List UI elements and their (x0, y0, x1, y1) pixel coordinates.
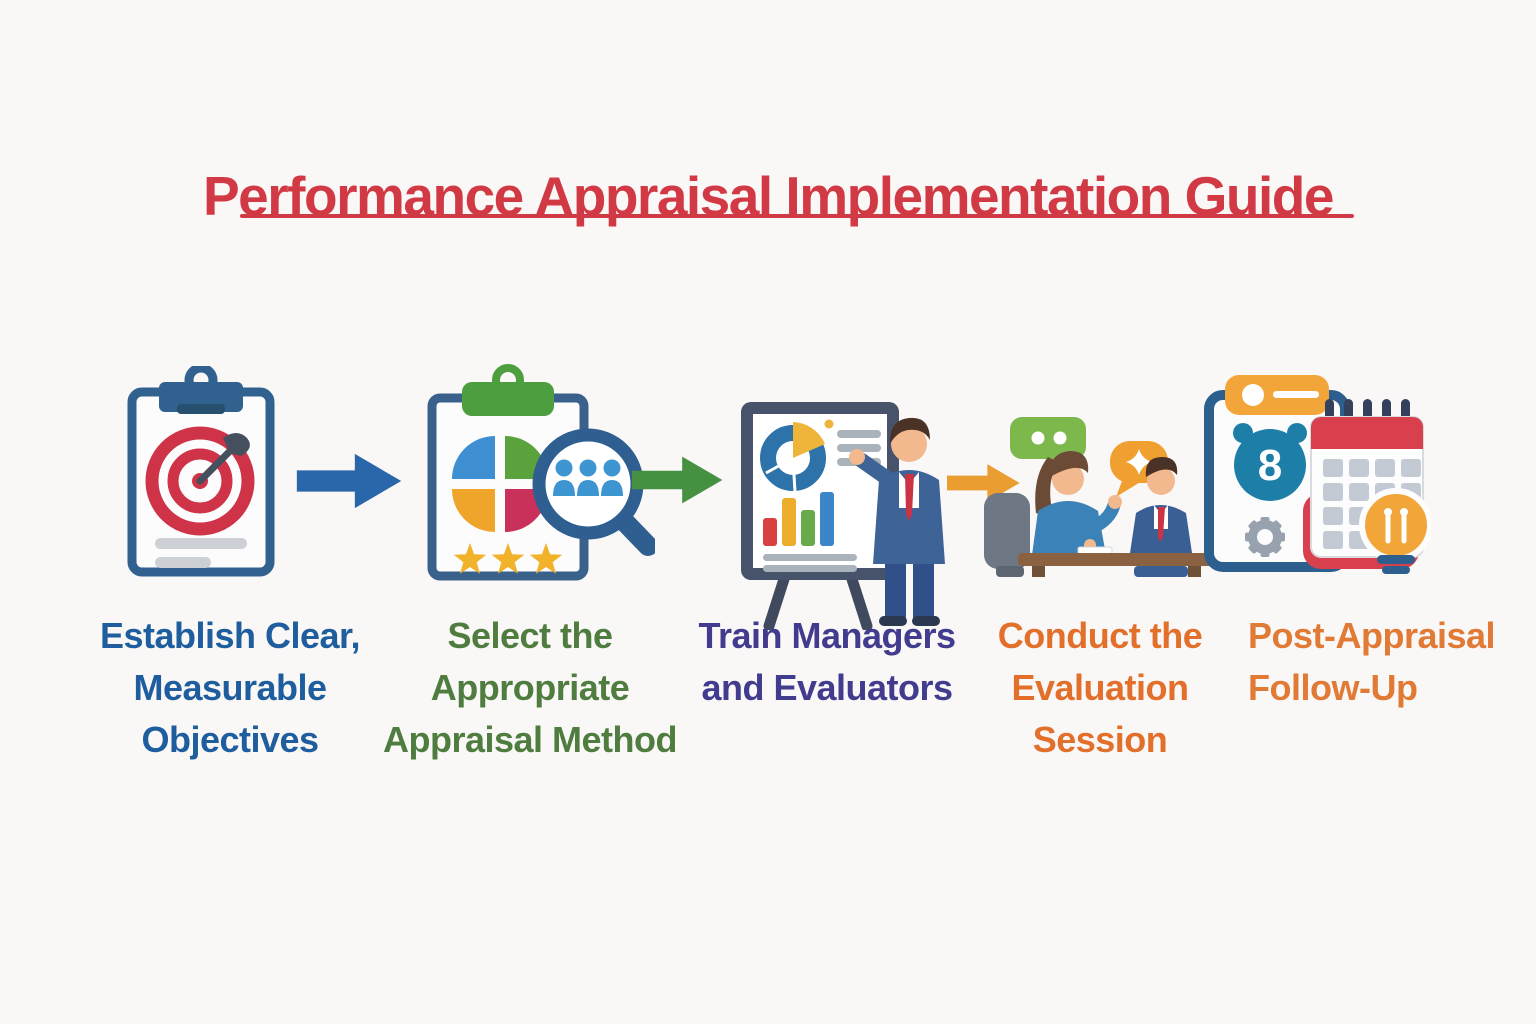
step-label-line: Follow-Up (1248, 667, 1418, 708)
step-label-line: Measurable (133, 667, 327, 708)
calendar-clock-followup-icon: 8 (1204, 375, 1431, 574)
text-lines (837, 430, 881, 466)
step-label-line: Session (1032, 719, 1168, 760)
arrow-step1-step2 (294, 452, 406, 510)
arrow-right-icon (632, 456, 723, 504)
step-1-illustration (122, 366, 280, 581)
step-label-line: Appraisal Method (382, 719, 678, 760)
dart-icon (196, 433, 250, 485)
clip-key-icon (1225, 375, 1329, 415)
people-group-icon (553, 459, 623, 496)
meeting-table (996, 553, 1216, 577)
step-label-line: Train Managers (698, 615, 956, 656)
step-1-label: Establish Clear, Measurable Objectives (75, 610, 385, 766)
step-label-line: Establish Clear, (99, 615, 361, 656)
step-2-illustration (420, 362, 655, 602)
step-3-label: Train Managers and Evaluators (682, 610, 972, 714)
arrow-step3-step4 (947, 456, 1021, 510)
alarm-clock-icon: 8 (1233, 423, 1307, 501)
title-underline (240, 214, 1354, 218)
arrow-right-icon (947, 464, 1020, 502)
step-5-illustration: 8 (1203, 373, 1431, 575)
step-4-label: Conduct the Evaluation Session (975, 610, 1225, 766)
step-2-label: Select the Appropriate Appraisal Method (380, 610, 680, 766)
presenter-figure (849, 417, 945, 626)
arrow-step2-step3 (632, 452, 724, 508)
step-label-line: Select the (447, 615, 613, 656)
arrow-right-icon (296, 453, 402, 509)
man-figure (1130, 457, 1192, 553)
lightbulb-icon (1359, 488, 1431, 574)
step-5-label: Post-Appraisal Follow-Up (1248, 610, 1508, 714)
gear-icon (1245, 517, 1285, 557)
step-3-illustration (733, 388, 945, 630)
step-4-illustration (982, 415, 1222, 577)
woman-figure (1032, 451, 1122, 555)
star-rating-icon (453, 543, 563, 574)
paper (1077, 546, 1113, 555)
page-title: Performance Appraisal Implementation Gui… (203, 164, 1334, 227)
step-label-line: Conduct the (997, 615, 1203, 656)
step-label-line: Appropriate (430, 667, 630, 708)
step-label-line: and Evaluators (701, 667, 953, 708)
step-label-line: Objectives (141, 719, 319, 760)
step-label-line: Evaluation (1011, 667, 1189, 708)
clipboard-rating-magnifier-icon (427, 364, 655, 581)
clipboard-target-icon (127, 366, 275, 577)
office-chair (984, 493, 1030, 569)
bar-chart-icon (763, 492, 857, 572)
evaluation-meeting-icon (984, 417, 1216, 577)
donut-chart-icon (760, 419, 834, 493)
clock-time-text: 8 (1258, 441, 1282, 490)
step-label-line: Post-Appraisal (1248, 615, 1496, 656)
presenter-chart-board-icon (741, 402, 945, 630)
